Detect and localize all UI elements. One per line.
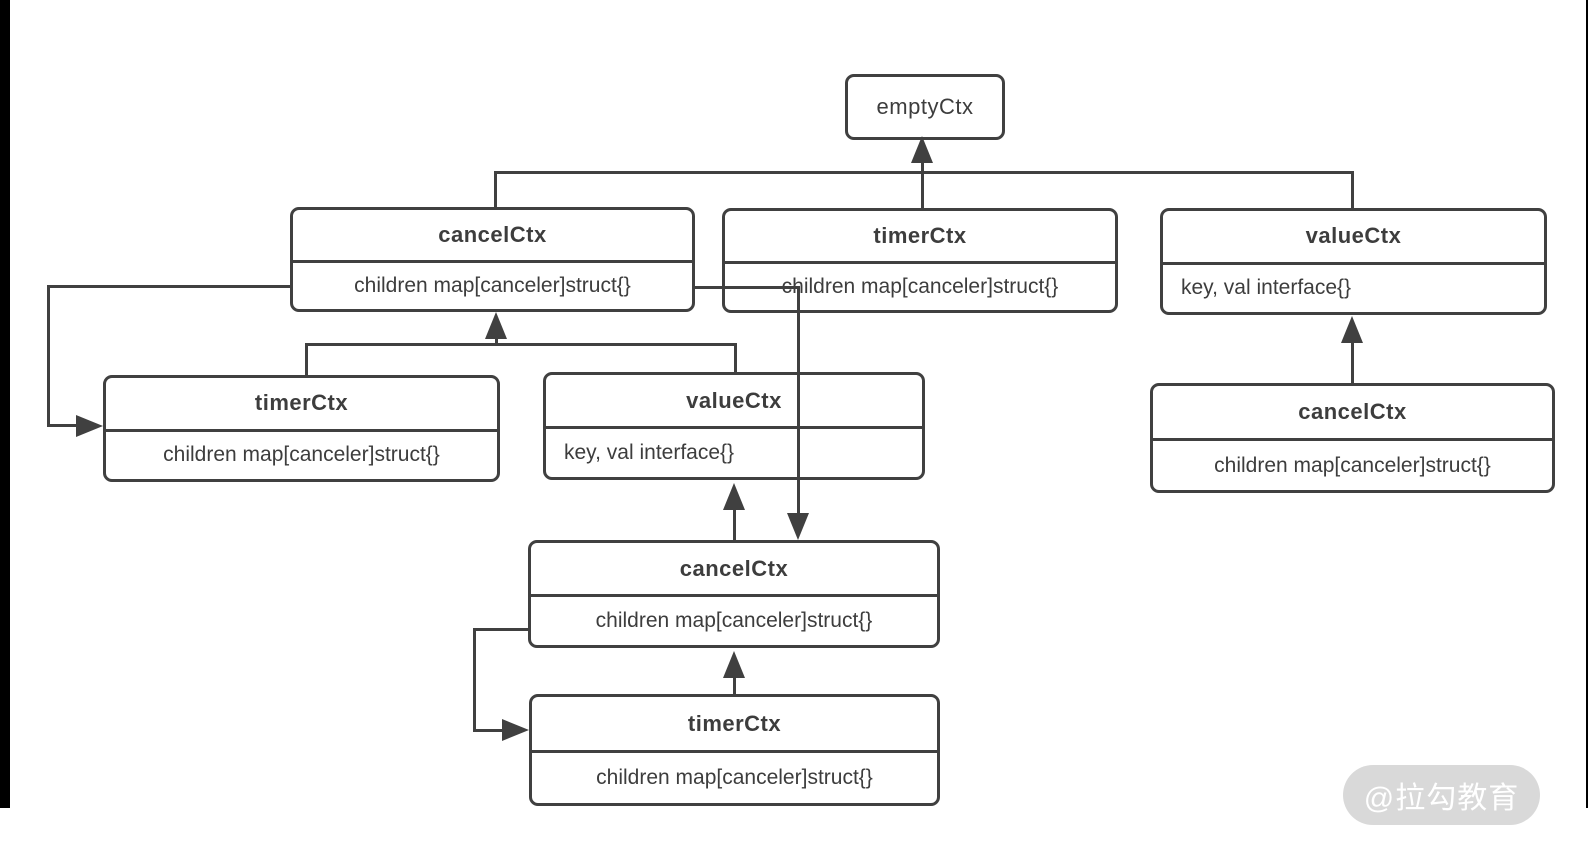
arrowhead-to-timerctx-b bbox=[502, 719, 529, 741]
node-field: key, val interface{} bbox=[546, 426, 922, 477]
loop-bottom-bottom bbox=[473, 729, 505, 732]
node-valuectx-middle: valueCtx key, val interface{} bbox=[543, 372, 925, 480]
node-title: timerCtx bbox=[254, 390, 349, 416]
arrowhead-to-cancelctx-m bbox=[787, 513, 809, 540]
loop-bottom-top bbox=[473, 628, 530, 631]
connector-stem-cancel-tl bbox=[495, 335, 498, 346]
connector-stub-value-m bbox=[734, 343, 737, 374]
loop-left-bottom bbox=[47, 424, 79, 427]
node-timerctx-bottom: timerCtx children map[canceler]struct{} bbox=[529, 694, 940, 806]
arrowhead-to-valuectx-m bbox=[723, 483, 745, 510]
node-title: timerCtx bbox=[873, 222, 967, 248]
node-field: children map[canceler]struct{} bbox=[293, 259, 692, 310]
connector-top-horizontal bbox=[494, 171, 1354, 174]
node-cancelctx-right: cancelCtx children map[canceler]struct{} bbox=[1150, 383, 1555, 493]
node-title: timerCtx bbox=[687, 710, 782, 736]
node-field: children map[canceler]struct{} bbox=[531, 594, 937, 645]
loop-left-top bbox=[47, 285, 292, 288]
node-field: children map[canceler]struct{} bbox=[106, 428, 497, 480]
stem-timer-b-up bbox=[733, 676, 736, 696]
node-emptyctx: emptyCtx bbox=[845, 74, 1005, 140]
arrowhead-to-cancelctx-m-bottom bbox=[723, 651, 745, 678]
arrowhead-to-valuectx-tr bbox=[1341, 316, 1363, 343]
cross-line-horizontal bbox=[695, 286, 800, 289]
node-field: key, val interface{} bbox=[1163, 261, 1544, 313]
node-cancelctx-top-left: cancelCtx children map[canceler]struct{} bbox=[290, 207, 695, 312]
loop-left-vertical bbox=[47, 285, 50, 427]
arrowhead-to-cancelctx-tl bbox=[485, 312, 507, 339]
watermark-badge: @拉勾教育 bbox=[1343, 765, 1540, 825]
right-frame-bar bbox=[1586, 0, 1588, 808]
node-title: cancelCtx bbox=[1298, 399, 1407, 424]
node-field: children map[canceler]struct{} bbox=[1153, 438, 1552, 490]
node-field: children map[canceler]struct{} bbox=[532, 750, 937, 803]
node-field: children map[canceler]struct{} bbox=[725, 260, 1115, 311]
node-title: valueCtx bbox=[686, 387, 782, 413]
arrowhead-to-timerctx-l bbox=[76, 415, 103, 437]
node-title: valueCtx bbox=[1305, 223, 1402, 249]
node-timerctx-left: timerCtx children map[canceler]struct{} bbox=[103, 375, 500, 482]
node-cancelctx-middle: cancelCtx children map[canceler]struct{} bbox=[528, 540, 940, 648]
stem-cancel-r-up bbox=[1351, 341, 1354, 384]
stem-cancel-m-up bbox=[733, 506, 736, 541]
connector-stub-cancel-tl bbox=[494, 171, 497, 209]
node-timerctx-top-middle: timerCtx children map[canceler]struct{} bbox=[722, 208, 1118, 313]
connector-stub-timer-l bbox=[305, 343, 308, 377]
arrowhead-to-emptyctx bbox=[911, 136, 933, 163]
node-valuectx-top-right: valueCtx key, val interface{} bbox=[1160, 208, 1547, 315]
connector-stub-value-tr bbox=[1351, 171, 1354, 210]
cross-line-vertical bbox=[797, 286, 800, 514]
connector-stub-timer-tm bbox=[921, 158, 924, 210]
connector-mid-horizontal bbox=[305, 343, 737, 346]
left-frame-bar bbox=[0, 0, 10, 808]
node-title: cancelCtx bbox=[438, 221, 547, 247]
node-title: cancelCtx bbox=[679, 555, 789, 581]
watermark-text: @拉勾教育 bbox=[1363, 782, 1520, 815]
node-emptyctx-label: emptyCtx bbox=[876, 94, 974, 119]
loop-bottom-vertical bbox=[473, 628, 476, 732]
